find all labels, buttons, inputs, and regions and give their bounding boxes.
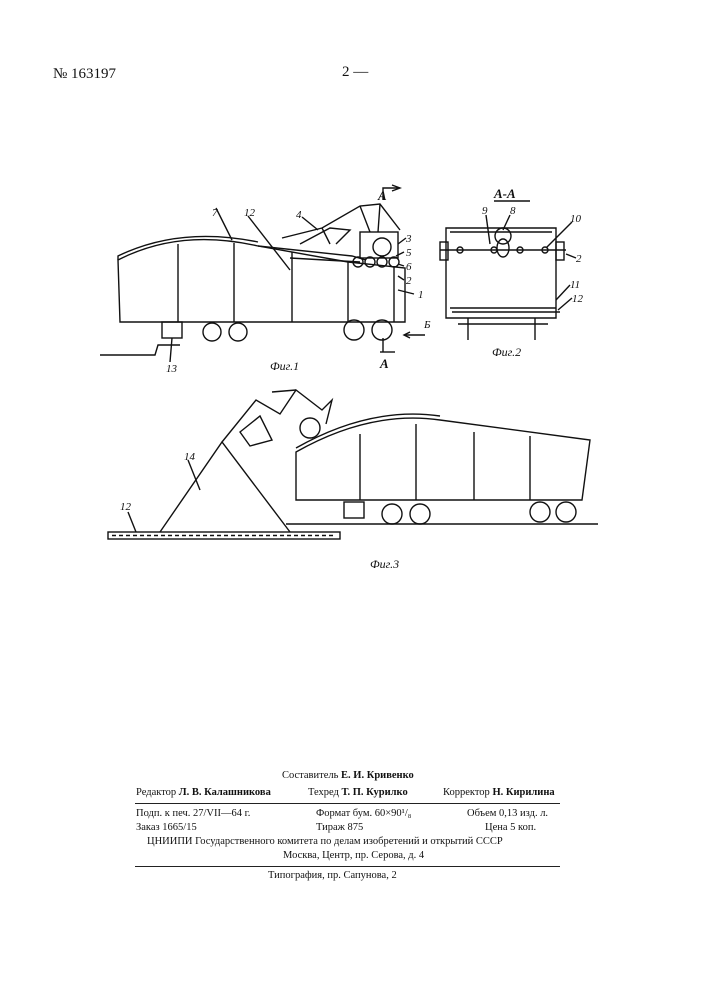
footer-techred: Техред Т. П. Курилко (308, 787, 408, 798)
footer-editor: Редактор Л. В. Калашникова (136, 787, 271, 798)
fig1-label-12: 12 (244, 207, 256, 219)
fig1-label-2: 2 (406, 275, 412, 287)
footer-circulation: Тираж 875 (316, 822, 363, 833)
figure-1-labels: 7 12 4 3 5 6 2 1 13 А А Б Фиг.1 (166, 188, 431, 375)
fig1-section-a-top: А (377, 188, 387, 203)
compiler-label: Составитель (282, 770, 338, 781)
fig1-label-1: 1 (418, 289, 424, 301)
fig2-label-2: 2 (576, 253, 582, 265)
footer-volume: Объем 0,13 изд. л. (467, 808, 548, 819)
fig1-label-3: 3 (405, 233, 412, 245)
footer-divider (135, 803, 560, 804)
compiler-name: Е. И. Кривенко (341, 770, 414, 781)
footer-format: Формат бум. 60×90¹/₈ (316, 808, 411, 819)
fig1-label-6: 6 (406, 261, 412, 273)
figure-2-drawing (440, 201, 576, 340)
fig2-label-9: 9 (482, 205, 488, 217)
fig2-label-8: 8 (510, 205, 516, 217)
fig1-label-13: 13 (166, 363, 178, 375)
fig2-caption: Фиг.2 (492, 345, 521, 359)
techred-label: Техред (308, 787, 339, 798)
fig2-label-11: 11 (570, 279, 580, 291)
footer-order: Заказ 1665/15 (136, 822, 197, 833)
fig2-label-10: 10 (570, 213, 582, 225)
fig1-section-a-bottom: А (379, 356, 389, 371)
fig1-label-4: 4 (296, 209, 302, 221)
fig1-label-5: 5 (406, 247, 412, 259)
footer-divider-2 (135, 866, 560, 867)
footer-address: Москва, Центр, пр. Серова, д. 4 (283, 850, 424, 861)
figure-1-drawing (100, 185, 425, 362)
fig1-caption: Фиг.1 (270, 359, 299, 373)
footer-compiler: Составитель Е. И. Кривенко (282, 770, 414, 781)
fig3-caption: Фиг.3 (370, 557, 399, 571)
footer-corrector: Корректор Н. Кирилина (443, 787, 555, 798)
footer-org: ЦНИИПИ Государственного комитета по дела… (147, 836, 503, 847)
fig3-label-14: 14 (184, 451, 196, 463)
corrector-label: Корректор (443, 787, 490, 798)
fig1-arrow-label: Б (423, 319, 431, 331)
figure-2-labels: А-А 9 8 10 2 11 12 Фиг.2 (482, 186, 584, 359)
footer-printer: Типография, пр. Сапунова, 2 (268, 870, 397, 881)
fig2-label-12: 12 (572, 293, 584, 305)
footer-print-date: Подп. к печ. 27/VII—64 г. (136, 808, 250, 819)
figure-3-drawing (108, 390, 598, 539)
fig3-label-12: 12 (120, 501, 132, 513)
figure-3-labels: 14 12 Фиг.3 (120, 451, 399, 571)
corrector-name: Н. Кирилина (492, 787, 554, 798)
techred-name: Т. П. Курилко (342, 787, 408, 798)
editor-name: Л. В. Калашникова (179, 787, 271, 798)
fig2-section-title: А-А (493, 186, 516, 201)
fig1-label-7: 7 (212, 207, 218, 219)
editor-label: Редактор (136, 787, 176, 798)
footer-price: Цена 5 коп. (485, 822, 536, 833)
